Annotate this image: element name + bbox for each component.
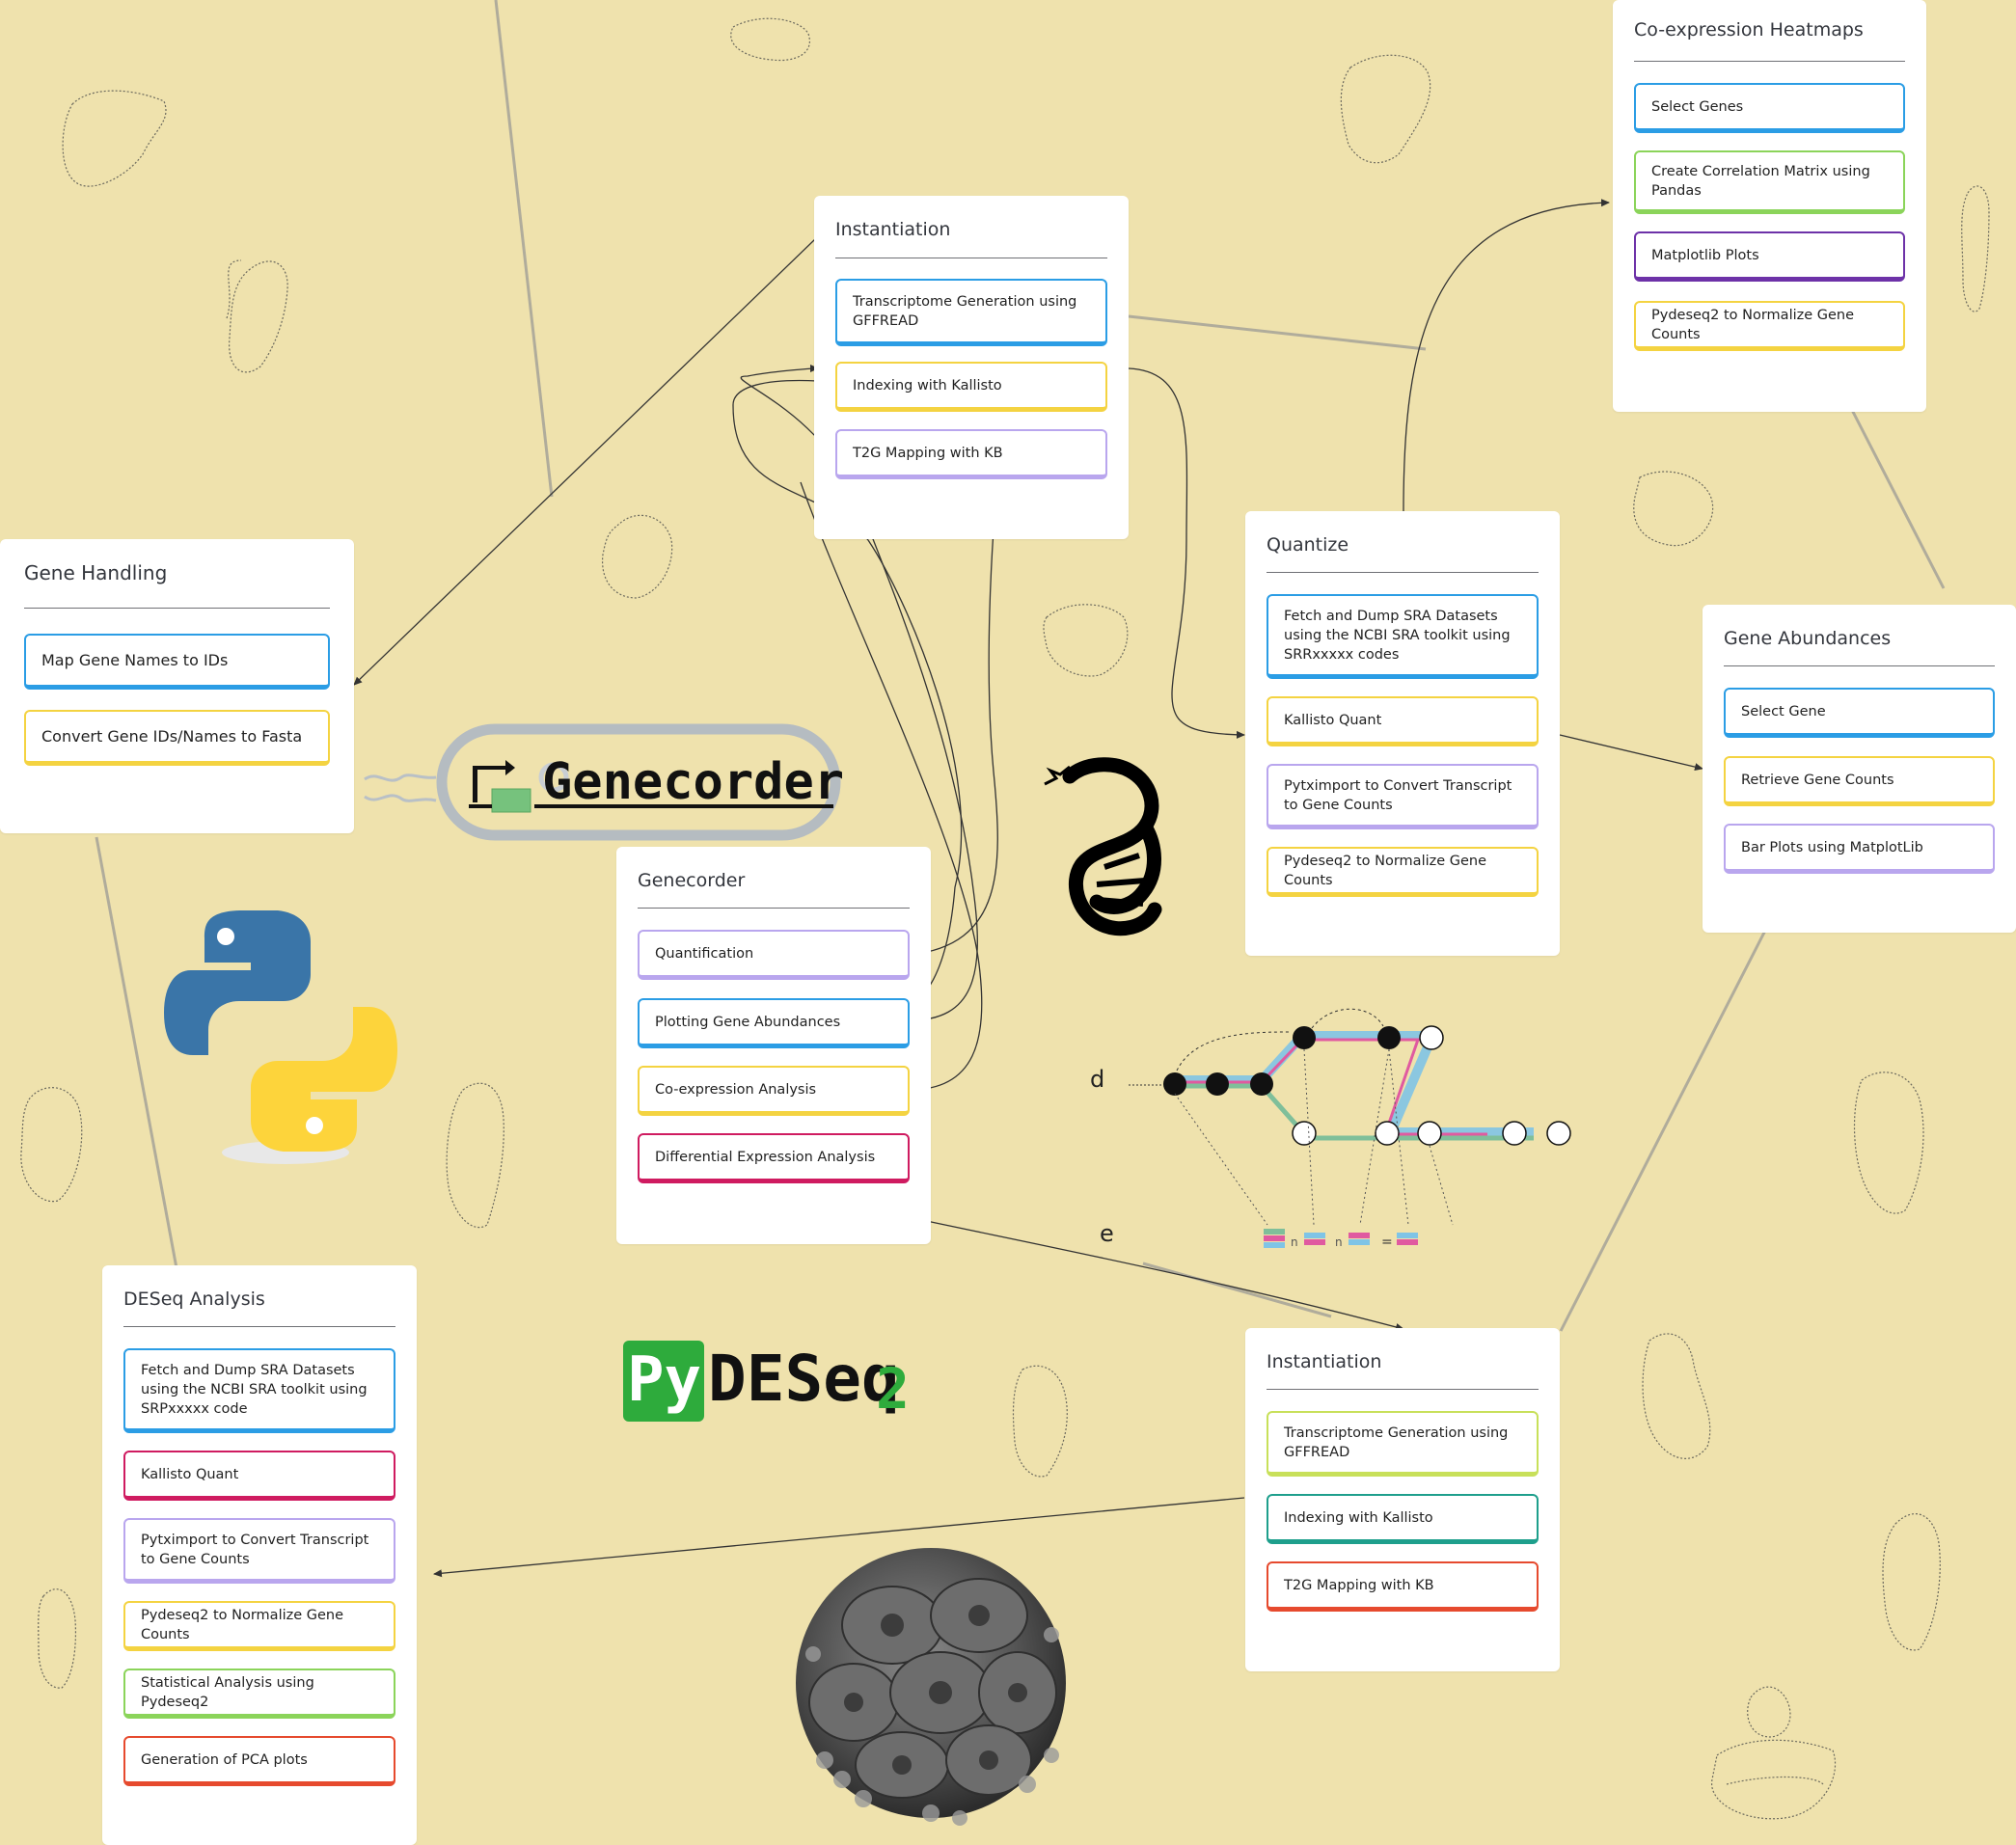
board-title: Gene Abundances xyxy=(1724,628,1892,649)
graph-label-e: e xyxy=(1100,1220,1114,1247)
coccolith-image xyxy=(796,1548,1066,1826)
card-transcriptome-generation[interactable]: Transcriptome Generation using GFFREAD xyxy=(1267,1411,1539,1477)
board-divider xyxy=(1267,1389,1539,1390)
board-quantize: Quantize Fetch and Dump SRA Datasets usi… xyxy=(1245,511,1560,956)
card-pydeseq2-normalize[interactable]: Pydeseq2 to Normalize Gene Counts xyxy=(1267,847,1539,897)
board-title: Instantiation xyxy=(1267,1351,1382,1372)
snake-dna-icon xyxy=(1044,757,1162,936)
card-indexing-kallisto[interactable]: Indexing with Kallisto xyxy=(835,362,1107,412)
card-select-gene[interactable]: Select Gene xyxy=(1724,688,1995,738)
graph-label-d: d xyxy=(1090,1066,1104,1093)
genecorder-logo: Genecorder xyxy=(364,723,844,841)
card-convert-gene-ids[interactable]: Convert Gene IDs/Names to Fasta xyxy=(24,710,330,766)
card-fetch-sra-srp[interactable]: Fetch and Dump SRA Datasets using the NC… xyxy=(123,1348,395,1433)
card-differential-expression[interactable]: Differential Expression Analysis xyxy=(638,1133,910,1183)
card-matplotlib-plots[interactable]: Matplotlib Plots xyxy=(1634,231,1905,282)
card-indexing-kallisto[interactable]: Indexing with Kallisto xyxy=(1267,1494,1539,1544)
graph-label-n1: n xyxy=(1291,1235,1298,1249)
card-pydeseq2-normalize[interactable]: Pydeseq2 to Normalize Gene Counts xyxy=(1634,301,1905,351)
board-instantiation-bottom: Instantiation Transcriptome Generation u… xyxy=(1245,1328,1560,1671)
python-logo xyxy=(164,910,397,1164)
board-divider xyxy=(1267,572,1539,573)
board-divider xyxy=(638,908,910,909)
board-genecorder: Genecorder Quantification Plotting Gene … xyxy=(616,847,931,1244)
graph-label-n2: n xyxy=(1335,1235,1343,1249)
board-title: Genecorder xyxy=(638,870,746,891)
board-divider xyxy=(1634,61,1905,62)
card-pytximport[interactable]: Pytximport to Convert Transcript to Gene… xyxy=(123,1518,395,1584)
card-plotting-gene-abundances[interactable]: Plotting Gene Abundances xyxy=(638,998,910,1048)
card-t2g-mapping[interactable]: T2G Mapping with KB xyxy=(835,429,1107,479)
board-coexpression-heatmaps: Co-expression Heatmaps Select Genes Crea… xyxy=(1613,0,1926,412)
graph-diagram: d e xyxy=(1090,1008,1571,1250)
board-divider xyxy=(123,1326,395,1327)
pydeseq2-logo-two: 2 xyxy=(876,1356,910,1422)
card-coexpression-analysis[interactable]: Co-expression Analysis xyxy=(638,1066,910,1116)
card-quantification[interactable]: Quantification xyxy=(638,930,910,980)
card-bar-plots[interactable]: Bar Plots using MatplotLib xyxy=(1724,824,1995,874)
card-pydeseq2-normalize[interactable]: Pydeseq2 to Normalize Gene Counts xyxy=(123,1601,395,1651)
board-title: DESeq Analysis xyxy=(123,1289,265,1310)
card-pytximport[interactable]: Pytximport to Convert Transcript to Gene… xyxy=(1267,764,1539,829)
board-divider xyxy=(24,608,330,609)
board-title: Instantiation xyxy=(835,219,951,240)
board-title: Co-expression Heatmaps xyxy=(1634,19,1864,41)
card-pca-plots[interactable]: Generation of PCA plots xyxy=(123,1736,395,1786)
card-map-gene-names[interactable]: Map Gene Names to IDs xyxy=(24,634,330,690)
board-title: Gene Handling xyxy=(24,561,168,584)
board-gene-abundances: Gene Abundances Select Gene Retrieve Gen… xyxy=(1703,605,2016,933)
card-retrieve-gene-counts[interactable]: Retrieve Gene Counts xyxy=(1724,756,1995,806)
pydeseq2-logo-main: DESeq xyxy=(708,1342,900,1416)
card-kallisto-quant[interactable]: Kallisto Quant xyxy=(123,1451,395,1501)
card-statistical-analysis[interactable]: Statistical Analysis using Pydeseq2 xyxy=(123,1669,395,1719)
board-instantiation-top: Instantiation Transcriptome Generation u… xyxy=(814,196,1129,539)
pydeseq2-logo: Py DESeq 2 xyxy=(623,1341,910,1422)
card-correlation-matrix[interactable]: Create Correlation Matrix using Pandas xyxy=(1634,150,1905,214)
card-kallisto-quant[interactable]: Kallisto Quant xyxy=(1267,696,1539,746)
card-t2g-mapping[interactable]: T2G Mapping with KB xyxy=(1267,1561,1539,1612)
board-deseq-analysis: DESeq Analysis Fetch and Dump SRA Datase… xyxy=(102,1265,417,1845)
card-transcriptome-generation[interactable]: Transcriptome Generation using GFFREAD xyxy=(835,279,1107,346)
board-title: Quantize xyxy=(1267,534,1349,556)
card-select-genes[interactable]: Select Genes xyxy=(1634,83,1905,133)
board-divider xyxy=(1724,665,1995,666)
card-fetch-sra-srr[interactable]: Fetch and Dump SRA Datasets using the NC… xyxy=(1267,594,1539,679)
pydeseq2-logo-py: Py xyxy=(627,1344,701,1416)
board-gene-handling: Gene Handling Map Gene Names to IDs Conv… xyxy=(0,539,354,833)
graph-label-eq: = xyxy=(1381,1235,1393,1250)
genecorder-logo-text: Genecorder xyxy=(542,753,844,811)
